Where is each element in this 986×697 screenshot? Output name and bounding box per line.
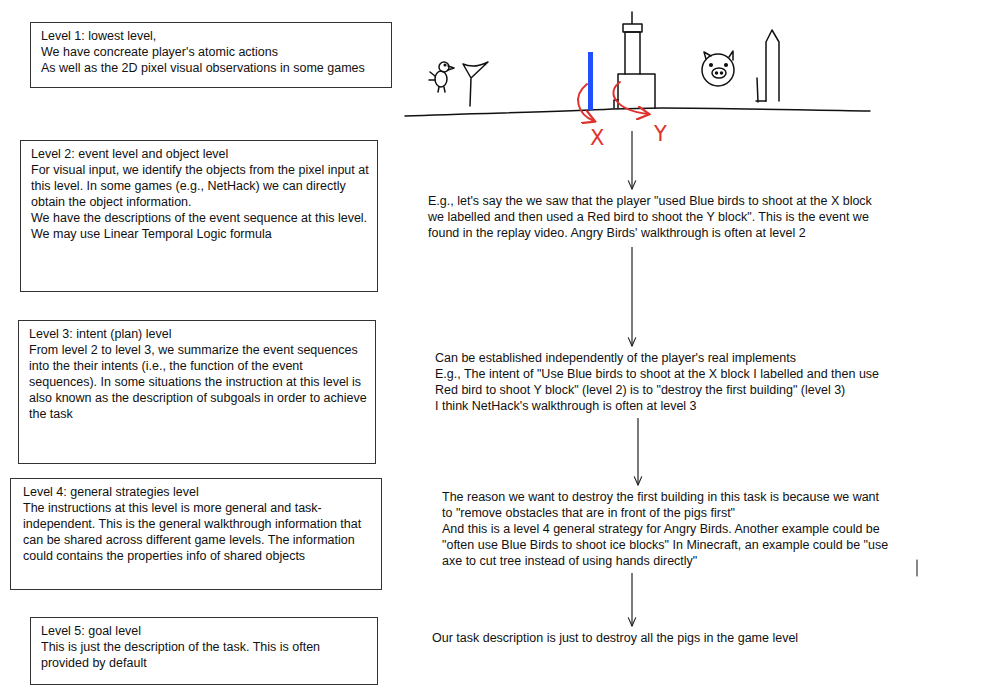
tower-base — [756, 78, 766, 102]
pig-eye — [710, 64, 713, 67]
level-box: Level 1: lowest level,We have concreate … — [30, 22, 392, 88]
pig-eye — [725, 64, 728, 67]
flow-arrow — [631, 247, 632, 346]
box-text: As well as the 2D pixel visual observati… — [41, 60, 383, 76]
shot-arrow — [613, 82, 648, 114]
box-text: The instructions at this level is more g… — [23, 500, 371, 564]
bird-tail — [429, 72, 435, 80]
note-text: I think NetHack's walkthrough is often a… — [435, 398, 905, 414]
bird-body — [435, 71, 447, 87]
note-text: Our task description is just to destroy … — [432, 630, 932, 646]
block-mark: X — [590, 127, 604, 149]
level-box: Level 2: event level and object levelFor… — [20, 140, 378, 292]
box-text: We have the descriptions of the event se… — [31, 210, 369, 242]
flow-arrow — [631, 131, 632, 189]
shot-arrow — [578, 84, 594, 121]
box-heading: Level 5: goal level — [41, 623, 369, 639]
box-text: For visual input, we identify the object… — [31, 162, 369, 210]
box-text: We have concreate player's atomic action… — [41, 44, 383, 60]
pig-ears — [704, 51, 733, 60]
box-text: From level 2 to level 3, we summarize th… — [29, 342, 367, 422]
tower — [625, 32, 640, 74]
flow-arrow — [637, 418, 638, 485]
box-heading: Level 1: lowest level, — [41, 28, 383, 44]
block-mark: Y — [654, 123, 667, 145]
note-text: E.g., let's say the we saw that the play… — [428, 193, 890, 241]
cursor-mark — [917, 560, 918, 576]
box-heading: Level 2: event level and object level — [31, 146, 369, 162]
pig-snout — [712, 68, 726, 78]
pig-nostril — [716, 72, 718, 74]
note-text: Can be established independently of the … — [435, 350, 915, 366]
box-heading: Level 3: intent (plan) level — [29, 326, 367, 342]
note-text: The reason we want to destroy the first … — [442, 489, 890, 521]
building — [618, 74, 655, 108]
box-text: This is just the description of the task… — [41, 639, 369, 671]
note-text: E.g., The intent of "Use Blue birds to s… — [435, 366, 905, 398]
bird-legs — [438, 87, 445, 92]
level-box: Level 3: intent (plan) levelFrom level 2… — [18, 320, 376, 464]
bird-beak — [448, 66, 454, 70]
pig-nostril — [721, 72, 723, 74]
level-box: Level 4: general strategies levelThe ins… — [10, 478, 382, 590]
flow-arrow — [631, 573, 632, 626]
level-box: Level 5: goal levelThis is just the desc… — [30, 617, 378, 685]
note-text: And this is a level 4 general strategy f… — [442, 521, 890, 569]
box-heading: Level 4: general strategies level — [23, 484, 371, 500]
slingshot — [463, 62, 488, 106]
blue-block — [588, 52, 593, 110]
tower-top — [623, 12, 642, 32]
bird-eye — [444, 64, 446, 66]
tower — [766, 30, 779, 101]
pig — [702, 54, 734, 86]
